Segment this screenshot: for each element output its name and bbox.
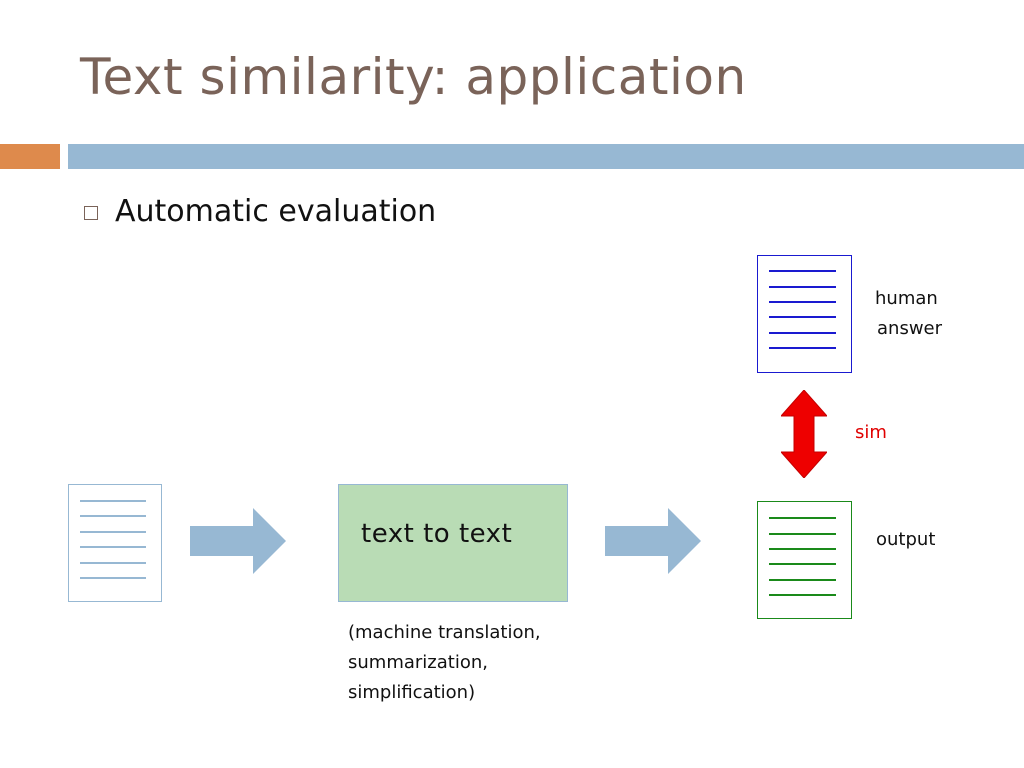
document-line <box>769 270 836 272</box>
document-line <box>769 332 836 334</box>
document-line <box>769 548 836 550</box>
human-answer-label: human answer <box>875 284 942 344</box>
document-line <box>80 577 146 579</box>
human-answer-label-line: human <box>875 288 938 309</box>
process-to-output-arrow <box>605 508 701 574</box>
title-accent-bar-orange <box>0 144 60 169</box>
process-examples-caption: (machine translation, summarization, sim… <box>348 618 541 708</box>
slide-title: Text similarity: application <box>80 48 747 106</box>
document-line <box>80 531 146 533</box>
document-line <box>769 517 836 519</box>
human-answer-document-icon <box>757 255 852 373</box>
bullet-text: Automatic evaluation <box>115 194 437 229</box>
document-line <box>80 562 146 564</box>
process-example-line: summarization, <box>348 652 488 673</box>
process-example-line: simplification) <box>348 682 476 703</box>
document-line <box>769 594 836 596</box>
square-bullet-icon <box>84 206 98 220</box>
document-line <box>80 546 146 548</box>
title-accent-bar-blue <box>68 144 1024 169</box>
output-document-icon <box>757 501 852 619</box>
similarity-label: sim <box>855 422 887 443</box>
document-line <box>769 301 836 303</box>
document-line <box>80 515 146 517</box>
document-line <box>769 533 836 535</box>
document-line <box>769 316 836 318</box>
document-line <box>769 563 836 565</box>
document-line <box>80 500 146 502</box>
document-line <box>769 579 836 581</box>
human-answer-label-line: answer <box>877 318 943 339</box>
process-label: text to text <box>361 519 513 549</box>
text-to-text-process-box: text to text <box>338 484 568 602</box>
similarity-double-arrow <box>781 390 827 478</box>
document-line <box>769 286 836 288</box>
document-line <box>769 347 836 349</box>
output-label: output <box>876 529 936 550</box>
process-example-line: (machine translation, <box>348 622 541 643</box>
input-document-icon <box>68 484 162 602</box>
input-to-process-arrow <box>190 508 286 574</box>
bullet-item: Automatic evaluation <box>84 194 436 229</box>
